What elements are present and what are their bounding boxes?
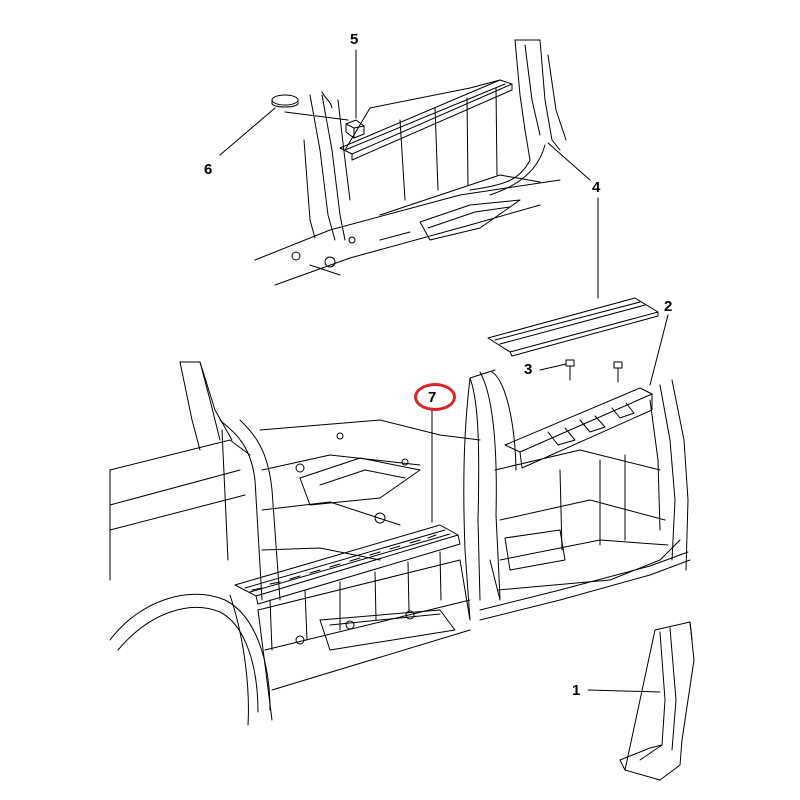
callout-6: 6 xyxy=(204,161,213,178)
callout-1: 1 xyxy=(572,682,581,699)
upper-assembly xyxy=(219,39,599,299)
lower-assembly xyxy=(109,297,695,781)
callout-2: 2 xyxy=(664,298,673,315)
callout-3: 3 xyxy=(524,361,533,378)
callout-4: 4 xyxy=(592,179,601,196)
highlight-circle xyxy=(414,383,456,411)
callout-5: 5 xyxy=(350,31,359,48)
